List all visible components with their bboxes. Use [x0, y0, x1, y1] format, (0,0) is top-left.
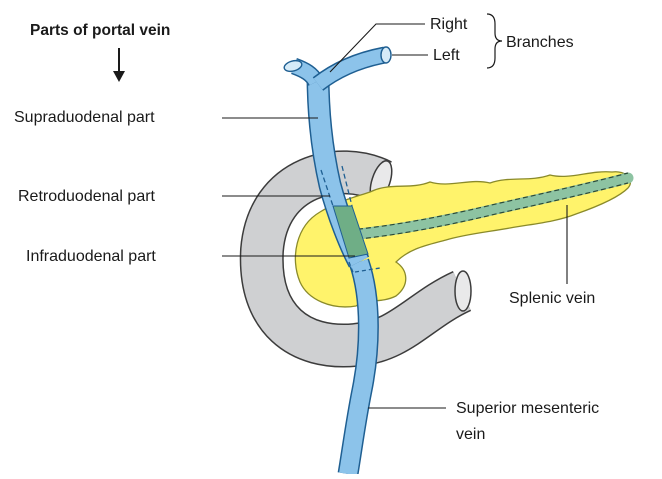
supraduodenal-label: Supraduodenal part [14, 109, 155, 126]
splenic-vein-label: Splenic vein [509, 290, 595, 307]
infraduodenal-label: Infraduodenal part [26, 248, 156, 265]
branches-label: Branches [506, 34, 574, 51]
right-branch-label: Right [430, 16, 468, 33]
superior-mesenteric-label-line1: Superior mesenteric [456, 400, 599, 417]
retroduodenal-label: Retroduodenal part [18, 188, 156, 205]
left-branch-label: Left [433, 47, 460, 64]
branches-brace [487, 14, 502, 68]
superior-mesenteric-label-line2: vein [456, 426, 485, 443]
portal-vein-branches [283, 47, 391, 84]
down-arrow-icon [113, 48, 125, 82]
diagram-title: Parts of portal vein [30, 22, 170, 39]
